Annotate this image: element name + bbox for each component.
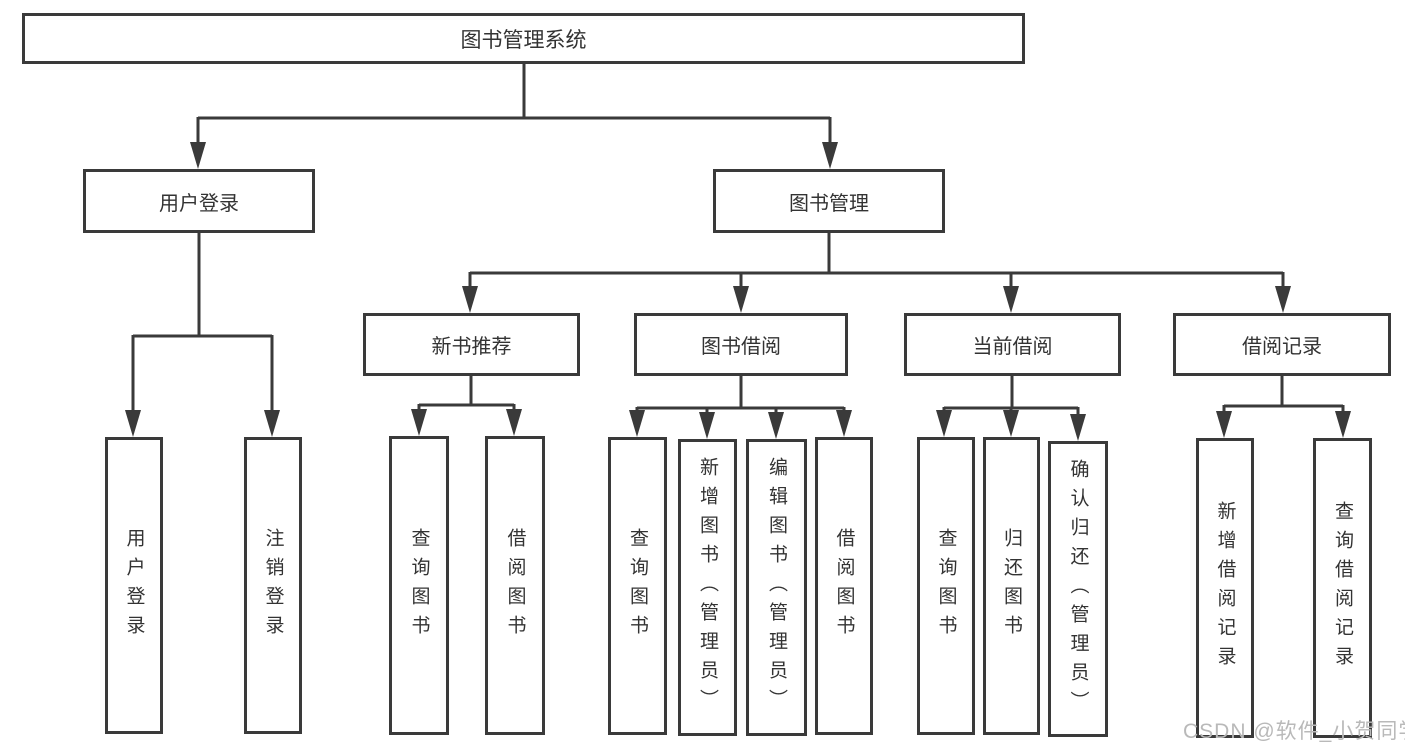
node-current-borrowing: 当前借阅 — [904, 313, 1121, 376]
node-book-borrowing: 图书借阅 — [634, 313, 848, 376]
leaf-borrow-book-recommend: 借阅图书 — [485, 436, 545, 735]
leaf-query-book-current: 查询图书 — [917, 437, 975, 735]
node-borrowing-records: 借阅记录 — [1173, 313, 1391, 376]
leaf-borrow-book-label: 借阅图书 — [833, 528, 855, 644]
leaf-query-borrow-record-label: 查询借阅记录 — [1332, 501, 1353, 675]
leaf-logout-label: 注销登录 — [262, 527, 284, 644]
leaf-add-borrow-record-label: 新增借阅记录 — [1214, 501, 1236, 675]
leaf-return-book-label: 归还图书 — [1001, 528, 1022, 644]
leaf-query-book-recommend-label: 查询图书 — [408, 527, 430, 644]
csdn-watermark: CSDN @软件_小贺同学 — [1183, 720, 1405, 743]
leaf-query-book-current-label: 查询图书 — [935, 528, 957, 644]
leaf-return-book: 归还图书 — [983, 437, 1040, 735]
leaf-user-login: 用户登录 — [105, 437, 163, 734]
leaf-edit-book-admin: 编辑图书（管理员） — [746, 439, 807, 736]
leaf-add-book-admin: 新增图书（管理员） — [678, 439, 737, 736]
leaf-user-login-label: 用户登录 — [123, 527, 145, 644]
node-new-book-recommendation: 新书推荐 — [363, 313, 580, 376]
leaf-logout: 注销登录 — [244, 437, 302, 734]
leaf-borrow-book-recommend-label: 借阅图书 — [504, 527, 526, 644]
node-library-management-system: 图书管理系统 — [22, 13, 1025, 64]
leaf-add-book-admin-label: 新增图书（管理员） — [697, 457, 718, 718]
leaf-query-borrow-record: 查询借阅记录 — [1313, 438, 1372, 738]
leaf-confirm-return-admin: 确认归还（管理员） — [1048, 441, 1108, 737]
leaf-confirm-return-admin-label: 确认归还（管理员） — [1067, 458, 1089, 720]
leaf-edit-book-admin-label: 编辑图书（管理员） — [766, 457, 787, 718]
leaf-borrow-book: 借阅图书 — [815, 437, 873, 735]
node-book-management: 图书管理 — [713, 169, 945, 233]
leaf-query-book-borrow-label: 查询图书 — [627, 528, 648, 644]
leaf-query-book-recommend: 查询图书 — [389, 436, 449, 735]
node-user-login: 用户登录 — [83, 169, 315, 233]
leaf-query-book-borrow: 查询图书 — [608, 437, 667, 735]
leaf-add-borrow-record: 新增借阅记录 — [1196, 438, 1254, 738]
